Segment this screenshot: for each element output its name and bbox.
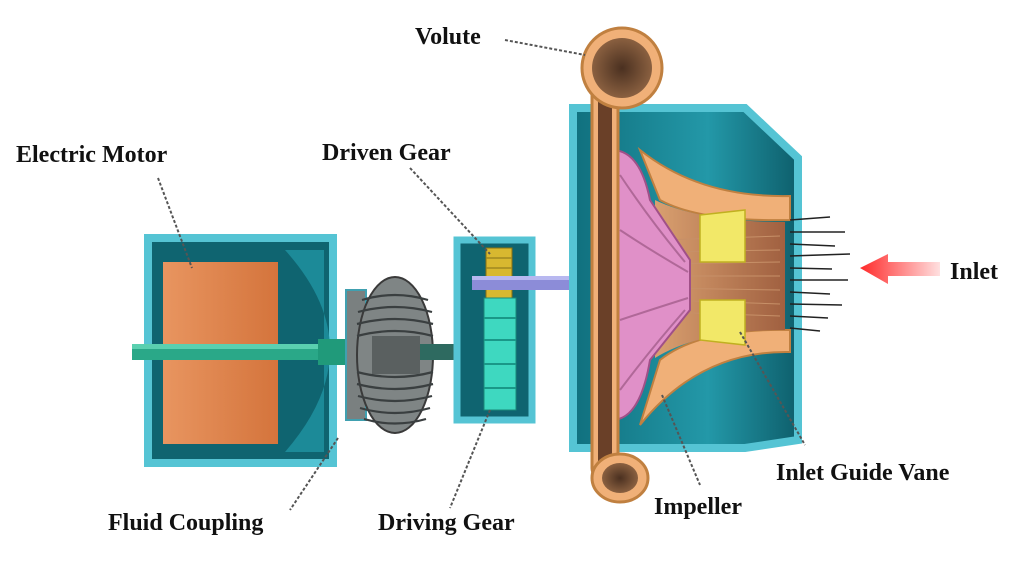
label-impeller: Impeller	[654, 494, 742, 520]
volute-bottom-core	[602, 463, 638, 493]
volute-channel-inner	[598, 86, 612, 474]
label-driving-gear: Driving Gear	[378, 510, 515, 536]
inlet-guide-vane-lower	[700, 300, 745, 345]
gearbox	[457, 240, 532, 420]
label-electric-motor: Electric Motor	[16, 142, 168, 168]
volute-top-core	[592, 38, 652, 98]
driven-gear	[486, 248, 512, 300]
coupling-hub	[372, 336, 420, 374]
inlet-arrow-shape	[860, 254, 940, 284]
inlet-arrow	[860, 254, 940, 284]
inlet-guide-vane-upper	[700, 210, 745, 262]
fluid-coupling	[346, 277, 465, 433]
label-inlet: Inlet	[950, 259, 998, 285]
driving-gear	[484, 298, 516, 410]
label-fluid-coupling: Fluid Coupling	[108, 510, 263, 536]
label-driven-gear: Driven Gear	[322, 140, 451, 166]
leader-volute	[505, 40, 585, 55]
motor-shaft-highlight	[132, 344, 350, 349]
leader-driving-gear	[450, 410, 490, 508]
shaft-collar	[318, 339, 348, 365]
label-volute: Volute	[415, 24, 481, 50]
label-inlet-guide-vane: Inlet Guide Vane	[776, 460, 950, 486]
